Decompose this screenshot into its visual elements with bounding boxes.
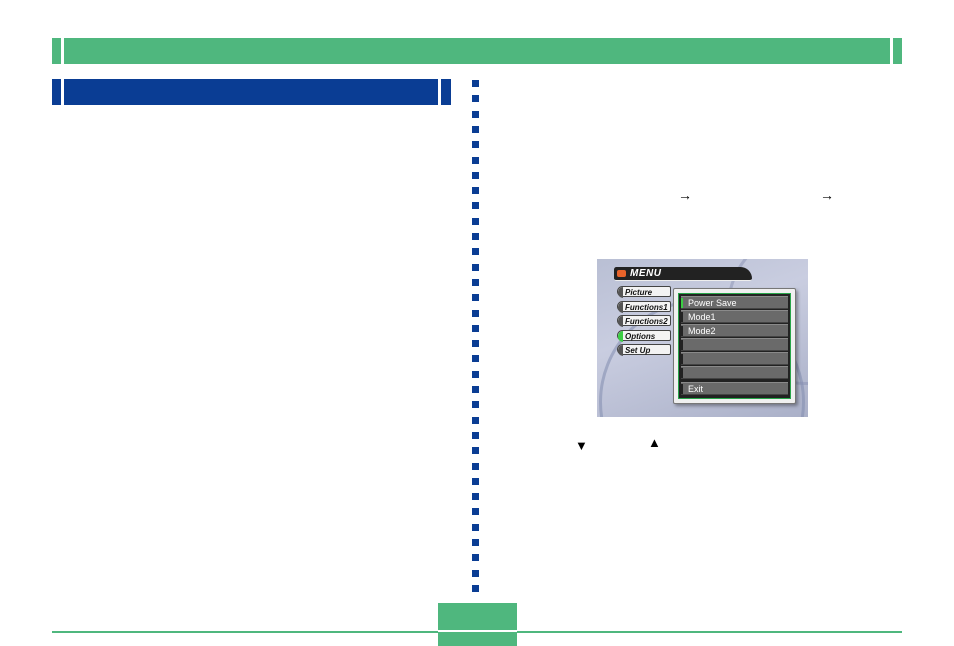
header-notch-left — [61, 38, 64, 64]
option-empty — [681, 366, 788, 379]
camera-menu-screen: MENU Picture Functions1 Functions2 Optio… — [597, 259, 808, 417]
divider-dot — [472, 371, 479, 378]
divider-dot — [472, 248, 479, 255]
option-power-save[interactable]: Power Save — [681, 296, 788, 309]
top-header-bar — [52, 38, 902, 64]
tab-marker — [618, 331, 623, 342]
up-triangle-icon: ▲ — [648, 435, 661, 450]
divider-dot — [472, 463, 479, 470]
tab-label: Functions2 — [625, 317, 668, 326]
menu-dot-icon — [617, 270, 626, 277]
divider-dot — [472, 432, 479, 439]
divider-dot — [472, 294, 479, 301]
tab-picture[interactable]: Picture — [617, 286, 671, 298]
divider-dot — [472, 157, 479, 164]
tab-marker — [618, 345, 623, 356]
flow-arrow-1: → — [678, 187, 692, 203]
option-exit[interactable]: Exit — [681, 382, 788, 395]
option-marker — [681, 312, 683, 322]
divider-dot — [472, 524, 479, 531]
options-list: Power Save Mode1 Mode2 — [678, 293, 791, 399]
down-triangle-icon: ▼ — [575, 438, 588, 453]
divider-dot — [472, 264, 479, 271]
divider-dot — [472, 141, 479, 148]
divider-dot — [472, 126, 479, 133]
option-marker — [681, 340, 683, 350]
divider-dot — [472, 202, 479, 209]
tab-marker — [618, 287, 623, 298]
divider-dot — [472, 478, 479, 485]
divider-dot — [472, 539, 479, 546]
section-title-bar — [52, 79, 451, 105]
divider-dot — [472, 386, 479, 393]
tab-label: Picture — [625, 288, 653, 297]
tab-functions1[interactable]: Functions1 — [617, 301, 671, 313]
tab-label: Functions1 — [625, 303, 668, 312]
option-empty — [681, 352, 788, 365]
tab-marker — [618, 316, 623, 327]
column-divider — [472, 80, 479, 595]
menu-header: MENU — [614, 267, 752, 281]
options-submenu: Power Save Mode1 Mode2 — [673, 288, 796, 404]
divider-dot — [472, 111, 479, 118]
divider-dot — [472, 447, 479, 454]
option-label: Exit — [688, 384, 704, 394]
tab-label: Options — [625, 332, 656, 341]
divider-dot — [472, 218, 479, 225]
option-label: Power Save — [688, 298, 737, 308]
section-notch-left — [61, 79, 64, 105]
header-notch-right — [890, 38, 893, 64]
tab-set-up[interactable]: Set Up — [617, 344, 671, 356]
divider-dot — [472, 172, 479, 179]
divider-dot — [472, 401, 479, 408]
menu-title: MENU — [630, 268, 662, 279]
tab-options[interactable]: Options — [617, 330, 671, 342]
page-box-divider — [438, 630, 517, 632]
option-mode2[interactable]: Mode2 — [681, 324, 788, 337]
section-notch-right — [438, 79, 441, 105]
option-marker — [681, 354, 683, 364]
option-marker — [681, 326, 683, 336]
page-number-box — [438, 603, 517, 646]
divider-dot — [472, 310, 479, 317]
divider-dot — [472, 554, 479, 561]
option-label: Mode1 — [688, 312, 716, 322]
tab-functions2[interactable]: Functions2 — [617, 315, 671, 327]
flow-arrow-2: → — [820, 187, 834, 203]
divider-dot — [472, 355, 479, 362]
divider-dot — [472, 325, 479, 332]
tab-marker — [618, 302, 623, 313]
divider-dot — [472, 417, 479, 424]
option-marker — [681, 298, 683, 308]
divider-dot — [472, 493, 479, 500]
divider-dot — [472, 340, 479, 347]
divider-dot — [472, 279, 479, 286]
option-marker — [681, 384, 683, 394]
tab-label: Set Up — [625, 346, 651, 355]
divider-dot — [472, 80, 479, 87]
divider-dot — [472, 585, 479, 592]
option-marker — [681, 368, 683, 378]
divider-dot — [472, 570, 479, 577]
divider-dot — [472, 508, 479, 515]
divider-dot — [472, 233, 479, 240]
option-label: Mode2 — [688, 326, 716, 336]
option-mode1[interactable]: Mode1 — [681, 310, 788, 323]
option-empty — [681, 338, 788, 351]
divider-dot — [472, 95, 479, 102]
divider-dot — [472, 187, 479, 194]
